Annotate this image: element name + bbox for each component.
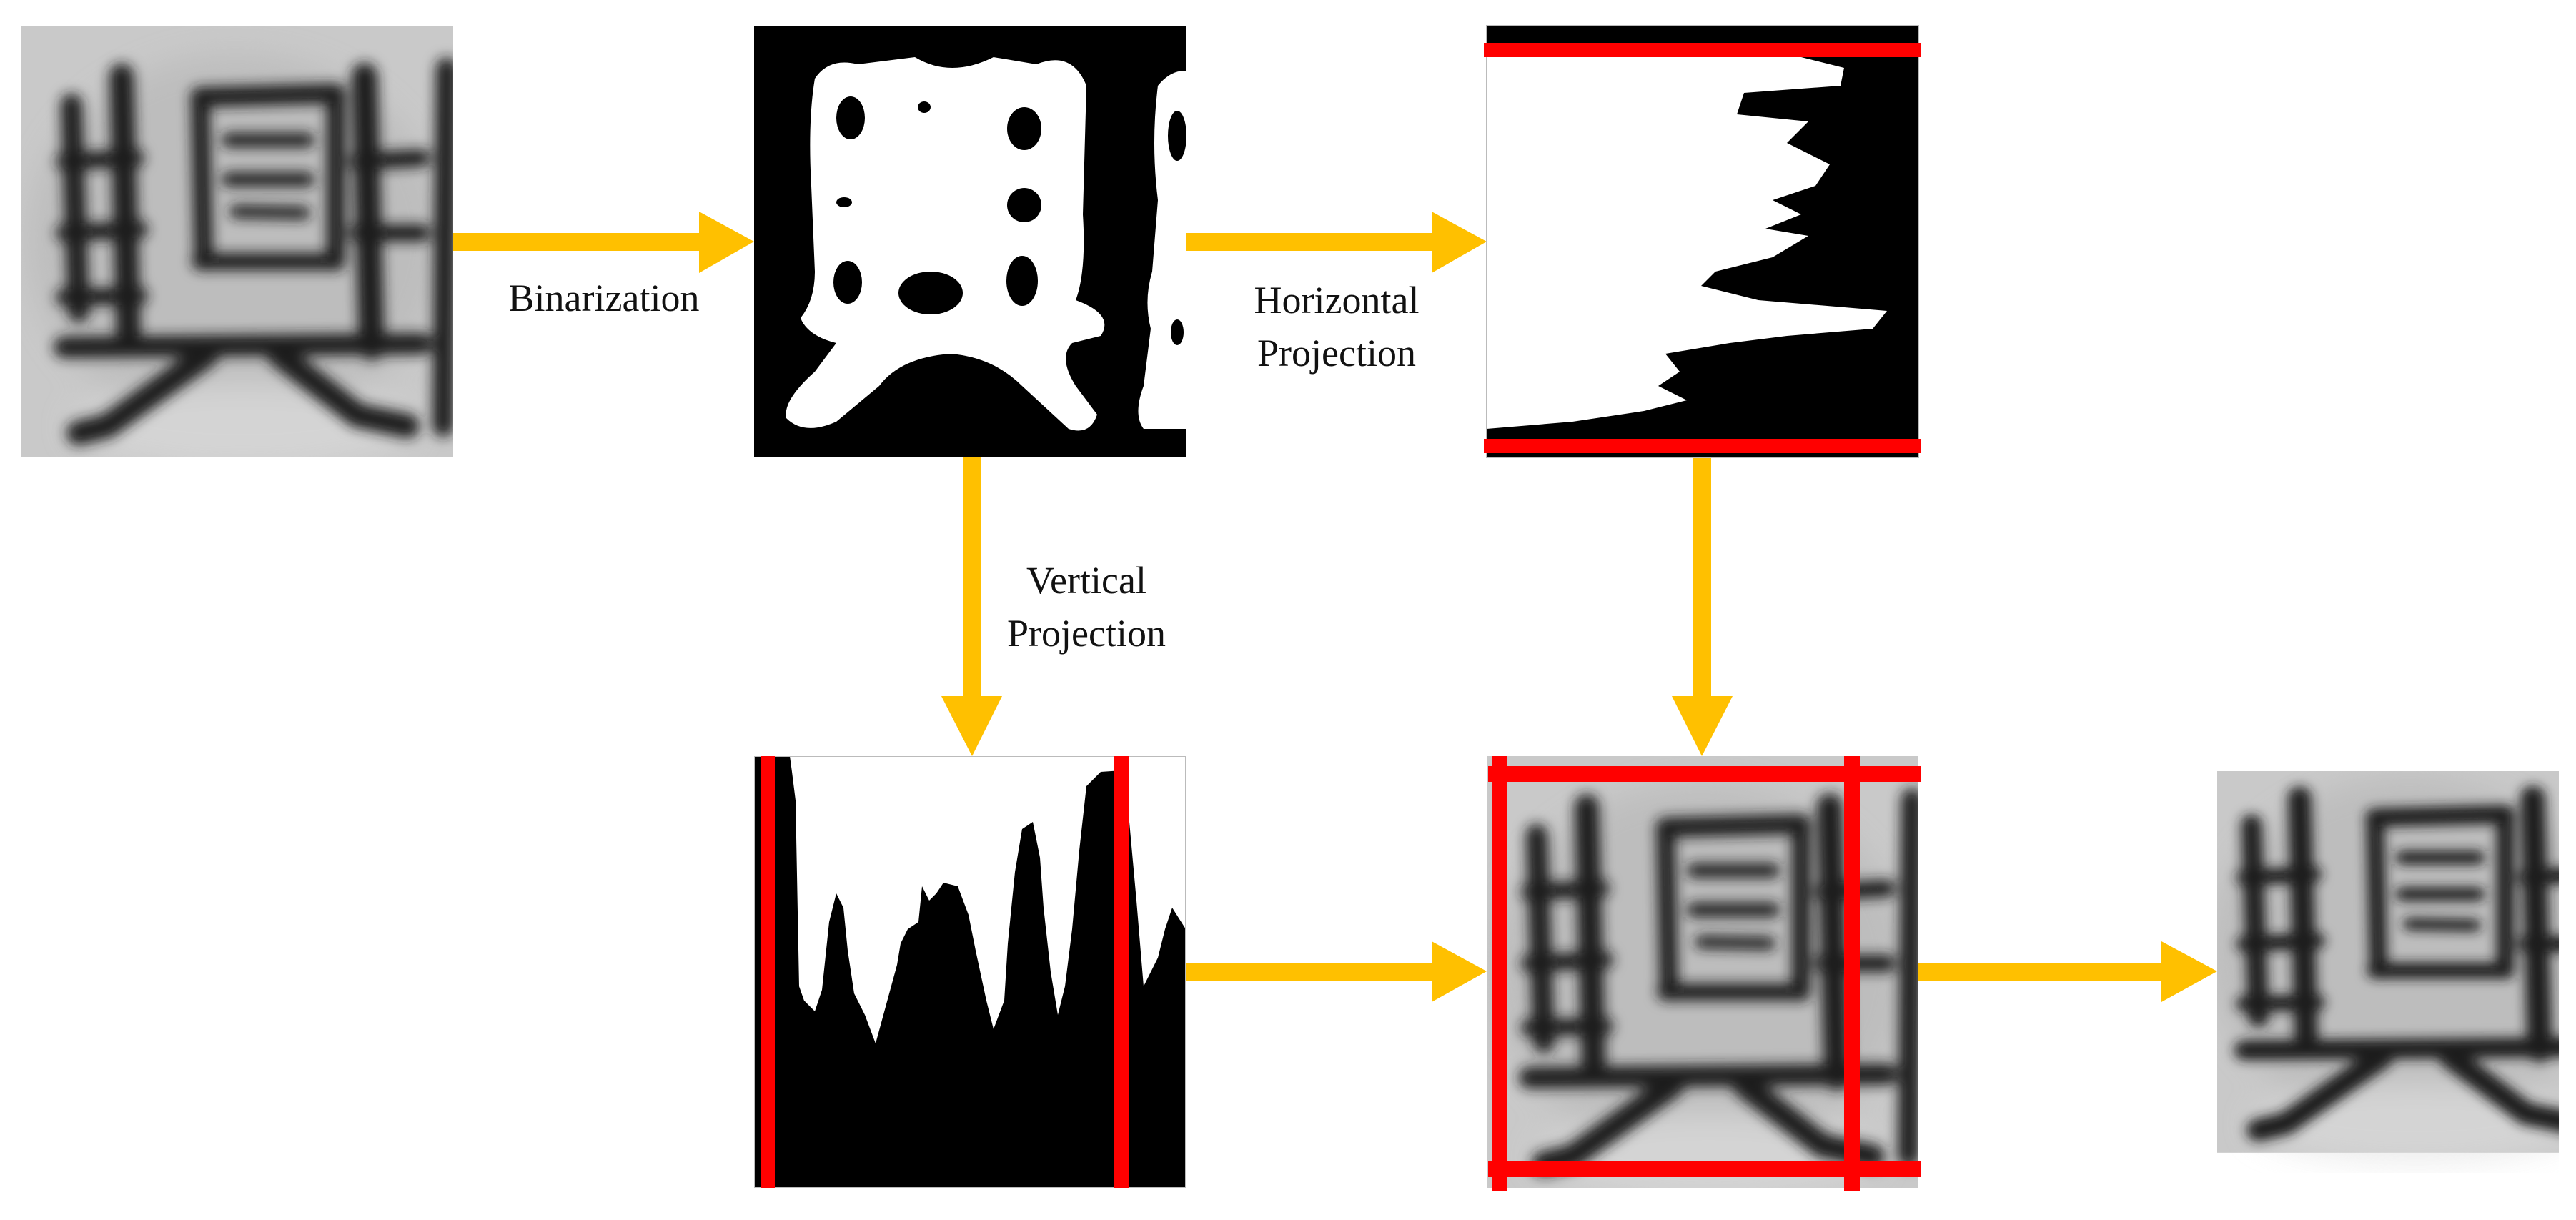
binarization-text: Binarization [508, 277, 700, 319]
horizontal-label-line1: Horizontal [1254, 279, 1420, 322]
vertical-projection [754, 756, 1186, 1188]
binarized-image [754, 26, 1186, 457]
top-boundary-line [1484, 43, 1921, 57]
vertical-label-line1: Vertical [1026, 559, 1146, 602]
crop-right-line [1844, 756, 1860, 1191]
crop-left-line [1492, 756, 1507, 1191]
horizontal-projection-label: Horizontal Projection [1208, 274, 1465, 380]
horizontal-projection [1484, 25, 1921, 458]
arrow-crop-to-output [1918, 941, 2217, 1002]
horizontal-label-line2: Projection [1257, 332, 1416, 375]
binarization-label: Binarization [472, 272, 736, 324]
vertical-label-line2: Projection [1007, 612, 1166, 655]
vertical-projection-label: Vertical Projection [979, 554, 1194, 660]
input-character-image [21, 26, 453, 469]
left-boundary-line [761, 756, 775, 1188]
crop-top-line [1488, 766, 1921, 782]
arrow-vertical-to-crop [1186, 941, 1487, 1002]
bottom-boundary-line [1484, 439, 1921, 453]
cropped-output-image [2204, 751, 2576, 1164]
right-boundary-line [1114, 756, 1129, 1188]
arrow-binary-to-vertical [941, 457, 1002, 756]
arrow-binary-to-horizontal [1186, 212, 1487, 273]
arrow-input-to-binary [453, 212, 754, 273]
crop-bounding-box-image [1487, 756, 1921, 1191]
crop-bottom-line [1488, 1161, 1921, 1177]
arrow-horizontal-to-crop [1672, 457, 1733, 756]
